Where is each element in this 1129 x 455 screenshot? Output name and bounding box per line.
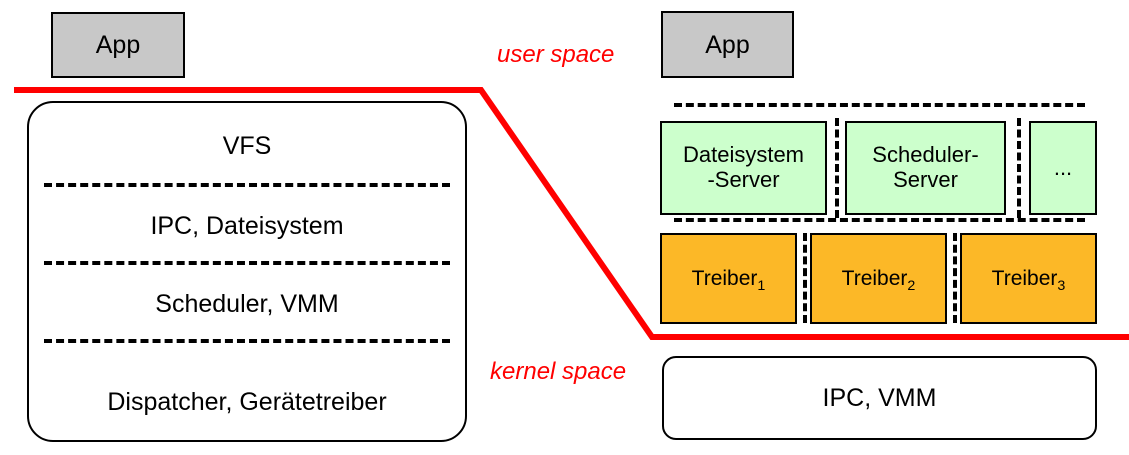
monolithic-layer-ipc-label: IPC, Dateisystem: [150, 212, 344, 240]
microkernel-server-scheduler-line2: Server: [893, 167, 958, 192]
monolithic-app-label: App: [95, 31, 141, 59]
microkernel-server-dateisystem-line2: -Server: [707, 167, 780, 192]
microkernel-server-divider-2: [1017, 118, 1021, 218]
monolithic-layer-dispatcher: Dispatcher, Gerätetreiber: [27, 388, 467, 417]
microkernel-server-more-label: ...: [1053, 154, 1073, 180]
monolithic-app-box: App: [51, 12, 185, 78]
microkernel-driver-divider-2: [953, 233, 957, 323]
microkernel-kernel-box: IPC, VMM: [662, 356, 1097, 440]
microkernel-server-divider-1: [835, 118, 839, 218]
monolithic-layer-vfs-label: VFS: [222, 132, 272, 160]
monolithic-separator-1: [44, 183, 450, 187]
microkernel-driver-1-label: Treiber1: [691, 266, 766, 294]
monolithic-layer-scheduler: Scheduler, VMM: [27, 290, 467, 319]
microkernel-app-box: App: [661, 11, 794, 78]
user-space-label: user space: [497, 41, 615, 68]
microkernel-server-dateisystem-line1: Dateisystem: [682, 142, 805, 168]
monolithic-layer-dispatcher-label: Dispatcher, Gerätetreiber: [107, 388, 387, 416]
microkernel-server-row-top-separator: [674, 103, 1085, 107]
kernel-space-label: kernel space: [490, 358, 627, 385]
microkernel-server-scheduler-line1: Scheduler-: [872, 142, 979, 168]
monolithic-layer-scheduler-label: Scheduler, VMM: [155, 290, 339, 318]
microkernel-driver-divider-1: [803, 233, 807, 323]
microkernel-server-dateisystem: Dateisystem -Server: [660, 121, 827, 215]
microkernel-driver-2-label: Treiber2: [841, 266, 916, 294]
microkernel-kernel-label: IPC, VMM: [822, 384, 937, 412]
microkernel-driver-3: Treiber3: [960, 233, 1097, 324]
monolithic-layer-vfs: VFS: [27, 132, 467, 161]
monolithic-layer-ipc: IPC, Dateisystem: [27, 212, 467, 241]
monolithic-separator-2: [44, 261, 450, 265]
monolithic-separator-3: [44, 339, 450, 343]
microkernel-driver-2: Treiber2: [810, 233, 947, 324]
microkernel-driver-1: Treiber1: [660, 233, 797, 324]
microkernel-app-label: App: [705, 30, 750, 59]
microkernel-driver-3-label: Treiber3: [991, 266, 1066, 294]
microkernel-server-more: ...: [1029, 121, 1097, 215]
microkernel-server-scheduler: Scheduler- Server: [845, 121, 1006, 215]
microkernel-server-row-bottom-separator: [674, 218, 1085, 222]
